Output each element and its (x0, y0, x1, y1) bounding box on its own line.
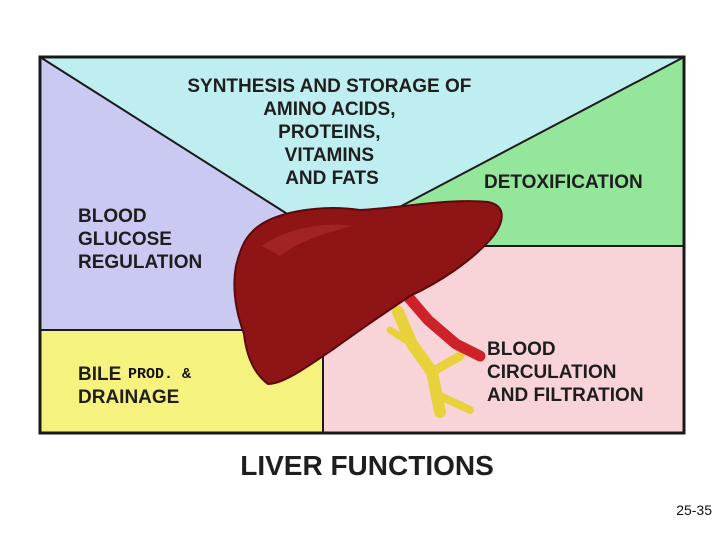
detox-label: DETOXIFICATION (484, 172, 643, 193)
page-number: 25-35 (676, 502, 712, 518)
region-dividers (39, 56, 685, 433)
detox-region (390, 57, 684, 246)
bile-typed-insert: PROD. & (128, 366, 191, 383)
liver-highlight (262, 224, 352, 256)
diagram-frame (38, 55, 686, 435)
synthesis-label: SYNTHESIS AND STORAGE OF AMINO ACIDS, PR… (187, 76, 476, 189)
circulation-label: BLOOD CIRCULATION AND FILTRATION (487, 339, 644, 406)
diagram-title: LIVER FUNCTIONS (240, 450, 494, 481)
liver-icon (233, 200, 503, 386)
glucose-label: BLOOD GLUCOSE REGULATION (78, 206, 202, 273)
bile-duct-icon (386, 306, 474, 418)
blood-vessel-icon (398, 286, 486, 362)
glucose-region (40, 57, 300, 330)
bile-label: BILE DRAINAGE (78, 364, 179, 408)
synthesis-region (40, 57, 684, 222)
